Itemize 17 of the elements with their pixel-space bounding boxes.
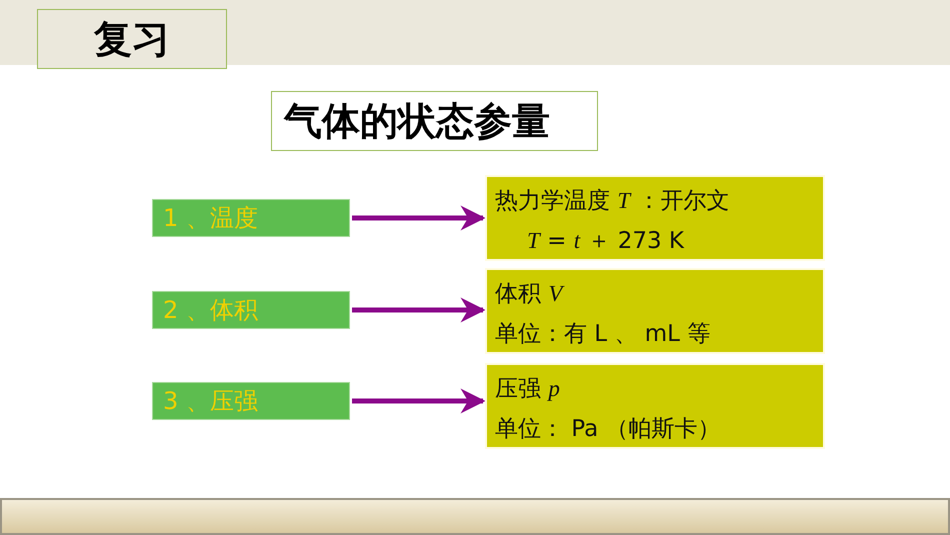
title-box: 复习 bbox=[37, 9, 227, 69]
arrow bbox=[352, 388, 486, 414]
info-text: 单位： Pa （帕斯卡） bbox=[495, 415, 722, 444]
item-box: 2 、体积 bbox=[152, 291, 350, 329]
arrow bbox=[352, 206, 486, 230]
info-box bbox=[485, 363, 825, 449]
item-box: 3 、压强 bbox=[152, 382, 350, 420]
info-heading: 体积 V bbox=[495, 274, 815, 314]
info-text: T = t ＋ 273 K bbox=[526, 227, 686, 256]
info-box bbox=[485, 268, 825, 354]
info-box bbox=[485, 175, 825, 261]
info-text: 单位：有 L 、 mL 等 bbox=[495, 320, 712, 349]
item-box: 1 、温度 bbox=[152, 199, 350, 237]
info-heading: 压强 p bbox=[495, 375, 561, 404]
info-heading: 热力学温度 T ：开尔文 bbox=[495, 187, 730, 216]
arrow bbox=[352, 298, 486, 322]
subtitle-box: 气体的状态参量 bbox=[271, 91, 598, 151]
